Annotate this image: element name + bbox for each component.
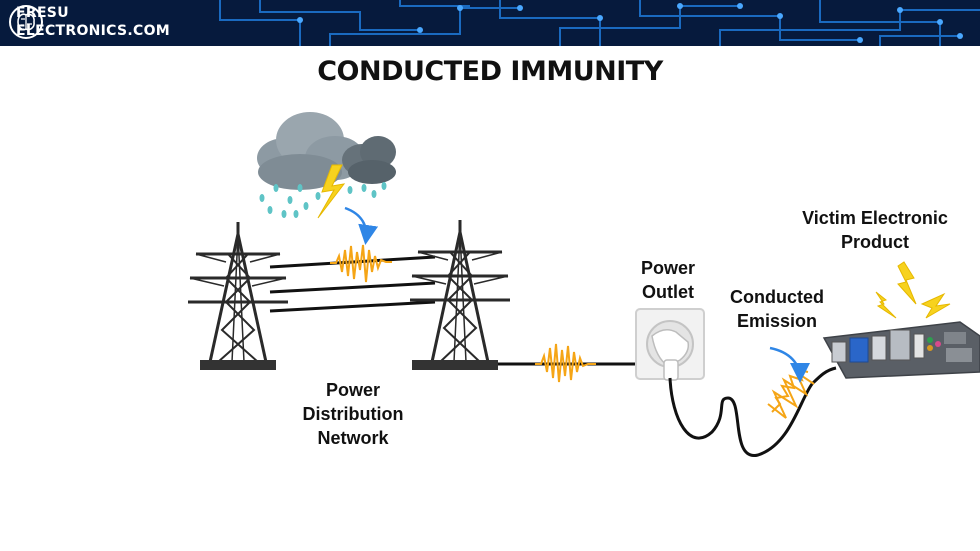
label-power-outlet: Power Outlet xyxy=(640,258,696,302)
brand[interactable]: FRESU ELECTRONICS.COM xyxy=(8,4,170,40)
emission-arrow xyxy=(769,346,810,383)
transmission-tower-icon xyxy=(188,222,288,370)
motherboard-icon xyxy=(822,321,980,379)
noise-signal-line xyxy=(330,244,392,283)
brain-logo-icon xyxy=(9,5,43,39)
shock-bolts-icon xyxy=(875,261,951,319)
wall-outlet-icon xyxy=(635,308,705,381)
circuit-background xyxy=(219,0,980,46)
header-banner: FRESU ELECTRONICS.COM xyxy=(0,0,980,46)
label-power-distribution-network: Power Distribution Network xyxy=(302,380,404,448)
transmission-tower-icon xyxy=(410,220,510,370)
storm-cloud-icon xyxy=(257,112,396,218)
label-victim-electronic-product: Victim Electronic Product xyxy=(802,208,948,252)
noise-signal-cable xyxy=(535,343,596,383)
lightning-bolt-icon xyxy=(317,164,346,219)
brand-line-1: FRESU xyxy=(16,5,69,21)
page-title: CONDUCTED IMMUNITY xyxy=(317,56,663,87)
storm-arrow xyxy=(344,206,379,245)
label-conducted-emission: Conducted Emission xyxy=(730,287,824,331)
power-lines xyxy=(269,255,636,366)
brand-line-2: ELECTRONICS.COM xyxy=(16,23,171,39)
power-cable xyxy=(668,366,837,457)
